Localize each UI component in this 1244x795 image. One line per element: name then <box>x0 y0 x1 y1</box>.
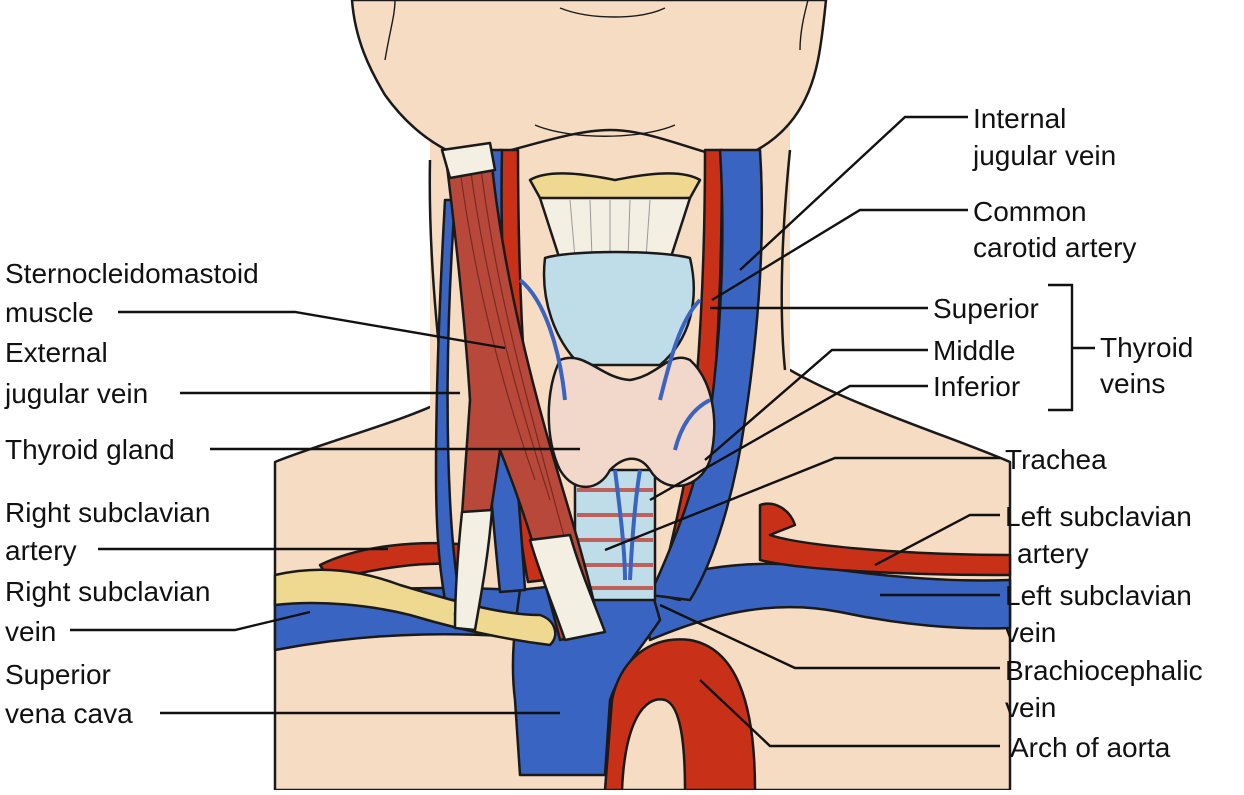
label-middle-thyroid-vein: Middle <box>933 335 1015 366</box>
label-thyroid-veins-line2: veins <box>1100 368 1165 399</box>
leader-lines <box>70 115 1095 748</box>
label-right-subclavian-artery-line2: artery <box>5 535 77 566</box>
label-superior-vena-cava-line1: Superior <box>5 659 111 690</box>
label-right-subclavian-vein-line2: vein <box>5 616 56 647</box>
ear-line-right <box>799 0 809 51</box>
label-right-subclavian-vein-line1: Right subclavian <box>5 576 210 607</box>
scm-clavicular-tendon <box>453 508 494 632</box>
scm-striations <box>459 159 566 541</box>
label-trachea: Trachea <box>1005 444 1107 475</box>
clavicle-bone <box>273 568 557 647</box>
leader-arch-of-aorta <box>699 679 1000 748</box>
label-common-carotid-artery-line1: Common <box>973 196 1087 227</box>
leader-internal-jugular-vein <box>739 115 968 271</box>
scm-sternal-tendon <box>528 533 607 642</box>
leader-middle <box>704 348 928 461</box>
label-common-carotid-artery-line2: carotid artery <box>973 232 1136 263</box>
thyrohyoid-membrane <box>538 196 692 262</box>
label-external-jugular-vein-line1: External <box>5 337 108 368</box>
label-left-subclavian-artery-line1: Left subclavian <box>1005 501 1192 532</box>
leader-right-subclavian-vein <box>70 610 311 632</box>
face-skin <box>350 0 828 162</box>
label-brachiocephalic-vein-line2: vein <box>1005 692 1056 723</box>
labels: Internal jugular vein Common carotid art… <box>4 103 1203 763</box>
thyroid-cartilage <box>542 250 695 367</box>
thyroid-veins-small <box>518 278 711 581</box>
label-external-jugular-vein-line2: jugular vein <box>4 378 148 409</box>
thyroid-veins-bracket <box>1048 283 1095 412</box>
label-brachiocephalic-vein-line1: Brachiocephalic <box>1005 655 1203 686</box>
label-internal-jugular-vein-line1: Internal <box>973 103 1066 134</box>
leader-sternocleidomastoid <box>118 310 506 350</box>
leader-common-carotid-artery <box>711 208 968 302</box>
label-superior-vena-cava-line2: vena cava <box>5 698 133 729</box>
label-thyroid-gland: Thyroid gland <box>5 434 175 465</box>
label-inferior-thyroid-vein: Inferior <box>933 371 1020 402</box>
larynx-trachea <box>528 172 702 602</box>
label-arch-of-aorta: Arch of aorta <box>1010 732 1171 763</box>
scm-upper-tendon <box>440 141 497 180</box>
label-thyroid-veins-line1: Thyroid <box>1100 332 1193 363</box>
left-internal-jugular-shape <box>648 148 764 602</box>
label-left-subclavian-artery-line2: artery <box>1017 538 1089 569</box>
leader-left-subclavian-artery <box>874 513 1000 567</box>
neck-side-right <box>780 149 792 371</box>
label-right-subclavian-artery-line1: Right subclavian <box>5 497 210 528</box>
label-superior-thyroid-vein: Superior <box>933 293 1039 324</box>
left-subclavian-artery-shape <box>758 502 1012 577</box>
label-internal-jugular-vein-line2: jugular vein <box>972 140 1116 171</box>
major-vessels <box>273 148 1012 792</box>
label-left-subclavian-vein-line1: Left subclavian <box>1005 580 1192 611</box>
label-sternocleidomastoid-line1: Sternocleidomastoid <box>5 258 259 289</box>
thyroid-gland-shape <box>547 356 716 489</box>
leader-brachiocephalic-vein <box>659 603 1000 670</box>
mouth-line <box>559 7 666 18</box>
membrane-striations <box>569 199 651 259</box>
chin-line <box>534 124 676 137</box>
ear-line-left <box>384 0 396 61</box>
leader-inferior <box>649 384 928 502</box>
label-sternocleidomastoid-line2: muscle <box>5 297 94 328</box>
leader-trachea <box>604 456 1000 552</box>
label-left-subclavian-vein-line2: vein <box>1005 617 1056 648</box>
